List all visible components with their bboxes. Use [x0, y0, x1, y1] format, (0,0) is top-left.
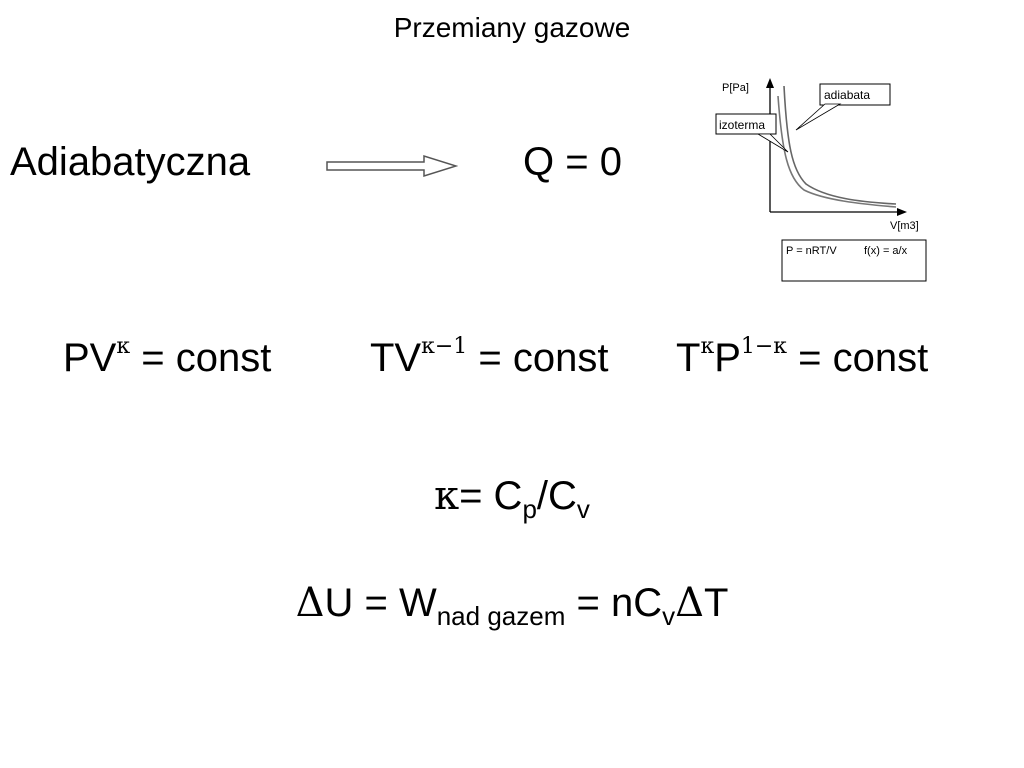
- x-axis-label: V[m3]: [890, 220, 919, 232]
- formula-ideal-gas: P = nRT/V: [786, 245, 837, 257]
- adiabat-curve: [783, 85, 897, 205]
- label-adiabata: adiabata: [824, 88, 870, 102]
- label-izoterma: izoterma: [719, 118, 765, 132]
- y-axis-label: P[Pa]: [722, 82, 749, 94]
- formula-box: [781, 239, 927, 282]
- process-name: Adiabatyczna: [10, 140, 251, 184]
- pv-diagram: P[Pa] V[m3] adiabata izoterma P = nRT/V …: [715, 78, 927, 282]
- formula-hyperbola: f(x) = a/x: [864, 245, 908, 257]
- kappa-definition: κ= Cp/Cv: [434, 473, 590, 524]
- energy-equation: ΔU = Wnad gazem = nCvΔT: [295, 580, 729, 631]
- equation-pv: PVκ = const: [63, 333, 272, 380]
- isotherm-curve: [777, 95, 897, 208]
- y-axis-arrow-icon: [766, 78, 774, 88]
- equation-tp: TκP1−κ = const: [676, 333, 929, 380]
- page-title: Przemiany gazowe: [393, 12, 631, 43]
- process-result: Q = 0: [523, 140, 622, 184]
- arrow-right-icon: [326, 154, 458, 178]
- x-axis-arrow-icon: [897, 208, 907, 216]
- equation-tv: TVκ−1 = const: [370, 333, 609, 380]
